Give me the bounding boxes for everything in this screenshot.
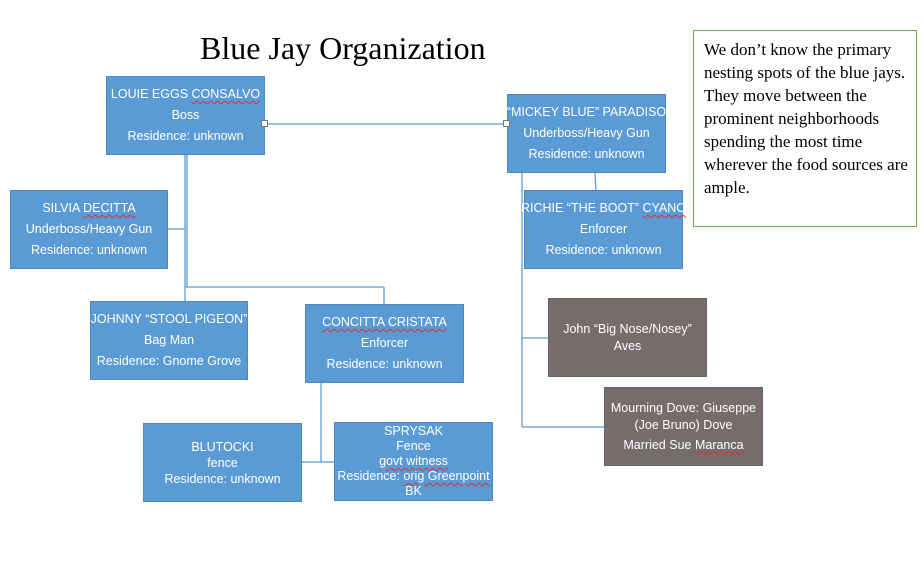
silvia-name-last: DECITTA: [83, 201, 136, 215]
node-sprysak-role: Fence: [396, 439, 431, 453]
node-sprysak-residence: Residence: orig Greenpoint: [337, 469, 489, 484]
sprysak-residence-label: Residence:: [337, 469, 404, 483]
node-mickey[interactable]: “MICKEY BLUE” PARADISO Underboss/Heavy G…: [507, 94, 666, 173]
node-concitta-name: CONCITTA CRISTATA: [322, 315, 447, 329]
note-textbox[interactable]: We don’t know the primary nesting spots …: [693, 30, 917, 227]
node-mourning-line1: Mourning Dove: Giuseppe: [610, 400, 757, 415]
node-mickey-residence: Residence: unknown: [528, 147, 645, 161]
node-sprysak-name: SPRYSAK: [384, 424, 443, 438]
node-johnny-residence: Residence: Gnome Grove: [96, 354, 242, 368]
node-blutocki-residence: Residence: unknown: [164, 471, 281, 486]
node-richie-name: RICHIE “THE BOOT” CYANO: [521, 198, 686, 219]
node-concitta[interactable]: CONCITTA CRISTATA Enforcer Residence: un…: [305, 304, 464, 383]
node-sprysak-residence-bk: BK: [405, 484, 422, 498]
node-concitta-residence: Residence: unknown: [326, 357, 443, 371]
node-silvia-role: Underboss/Heavy Gun: [25, 222, 153, 236]
node-john-line2: Aves: [613, 338, 642, 353]
node-mickey-name: “MICKEY BLUE” PARADISO: [506, 105, 667, 119]
node-silvia[interactable]: SILVIA DECITTA Underboss/Heavy Gun Resid…: [10, 190, 168, 269]
node-johnny-name: JOHNNY “STOOL PIGEON”: [90, 312, 248, 326]
selection-handle-right[interactable]: [503, 120, 510, 127]
node-mourning-dove[interactable]: Mourning Dove: Giuseppe (Joe Bruno) Dove…: [604, 387, 763, 466]
node-concitta-role: Enforcer: [360, 336, 409, 350]
louie-name-first: LOUIE EGGS: [110, 87, 192, 101]
node-silvia-name: SILVIA DECITTA: [42, 198, 135, 219]
node-mourning-line2: (Joe Bruno) Dove: [634, 417, 733, 432]
mourning-married: Married Sue: [623, 437, 695, 452]
node-louie[interactable]: LOUIE EGGS CONSALVO Boss Residence: unkn…: [106, 76, 265, 155]
node-blutocki-name: BLUTOCKI: [191, 439, 254, 454]
node-mourning-line3: Married Sue Maranca: [623, 437, 743, 454]
richie-name-first: RICHIE “THE BOOT”: [520, 201, 643, 215]
node-johnny[interactable]: JOHNNY “STOOL PIGEON” Bag Man Residence:…: [90, 301, 248, 380]
connector-richie: [594, 172, 597, 191]
node-john[interactable]: John “Big Nose/Nosey” Aves: [548, 298, 707, 377]
node-richie[interactable]: RICHIE “THE BOOT” CYANO Enforcer Residen…: [521, 190, 686, 269]
node-john-line1: John “Big Nose/Nosey”: [563, 321, 692, 336]
node-sprysak-witness: govt witness: [379, 454, 448, 468]
mourning-maranca: Maranca: [694, 437, 744, 452]
sprysak-residence-value: orig Greenpoint: [403, 469, 490, 483]
node-richie-residence: Residence: unknown: [545, 243, 662, 257]
node-louie-name: LOUIE EGGS CONSALVO: [111, 84, 260, 105]
node-richie-role: Enforcer: [579, 222, 628, 236]
node-louie-residence: Residence: unknown: [127, 129, 244, 143]
diagram-title: Blue Jay Organization: [200, 30, 486, 66]
richie-name-last: CYANO: [642, 201, 687, 215]
node-louie-role: Boss: [171, 108, 200, 122]
selection-handle-left[interactable]: [261, 120, 268, 127]
node-blutocki[interactable]: BLUTOCKI fence Residence: unknown: [143, 423, 302, 502]
node-sprysak[interactable]: SPRYSAK Fence govt witness Residence: or…: [334, 422, 493, 501]
node-johnny-role: Bag Man: [143, 333, 195, 347]
louie-name-last: CONSALVO: [191, 87, 261, 101]
node-mickey-role: Underboss/Heavy Gun: [523, 126, 650, 140]
silvia-name-first: SILVIA: [42, 201, 84, 215]
node-silvia-residence: Residence: unknown: [30, 243, 148, 257]
node-blutocki-role: fence: [207, 455, 238, 470]
